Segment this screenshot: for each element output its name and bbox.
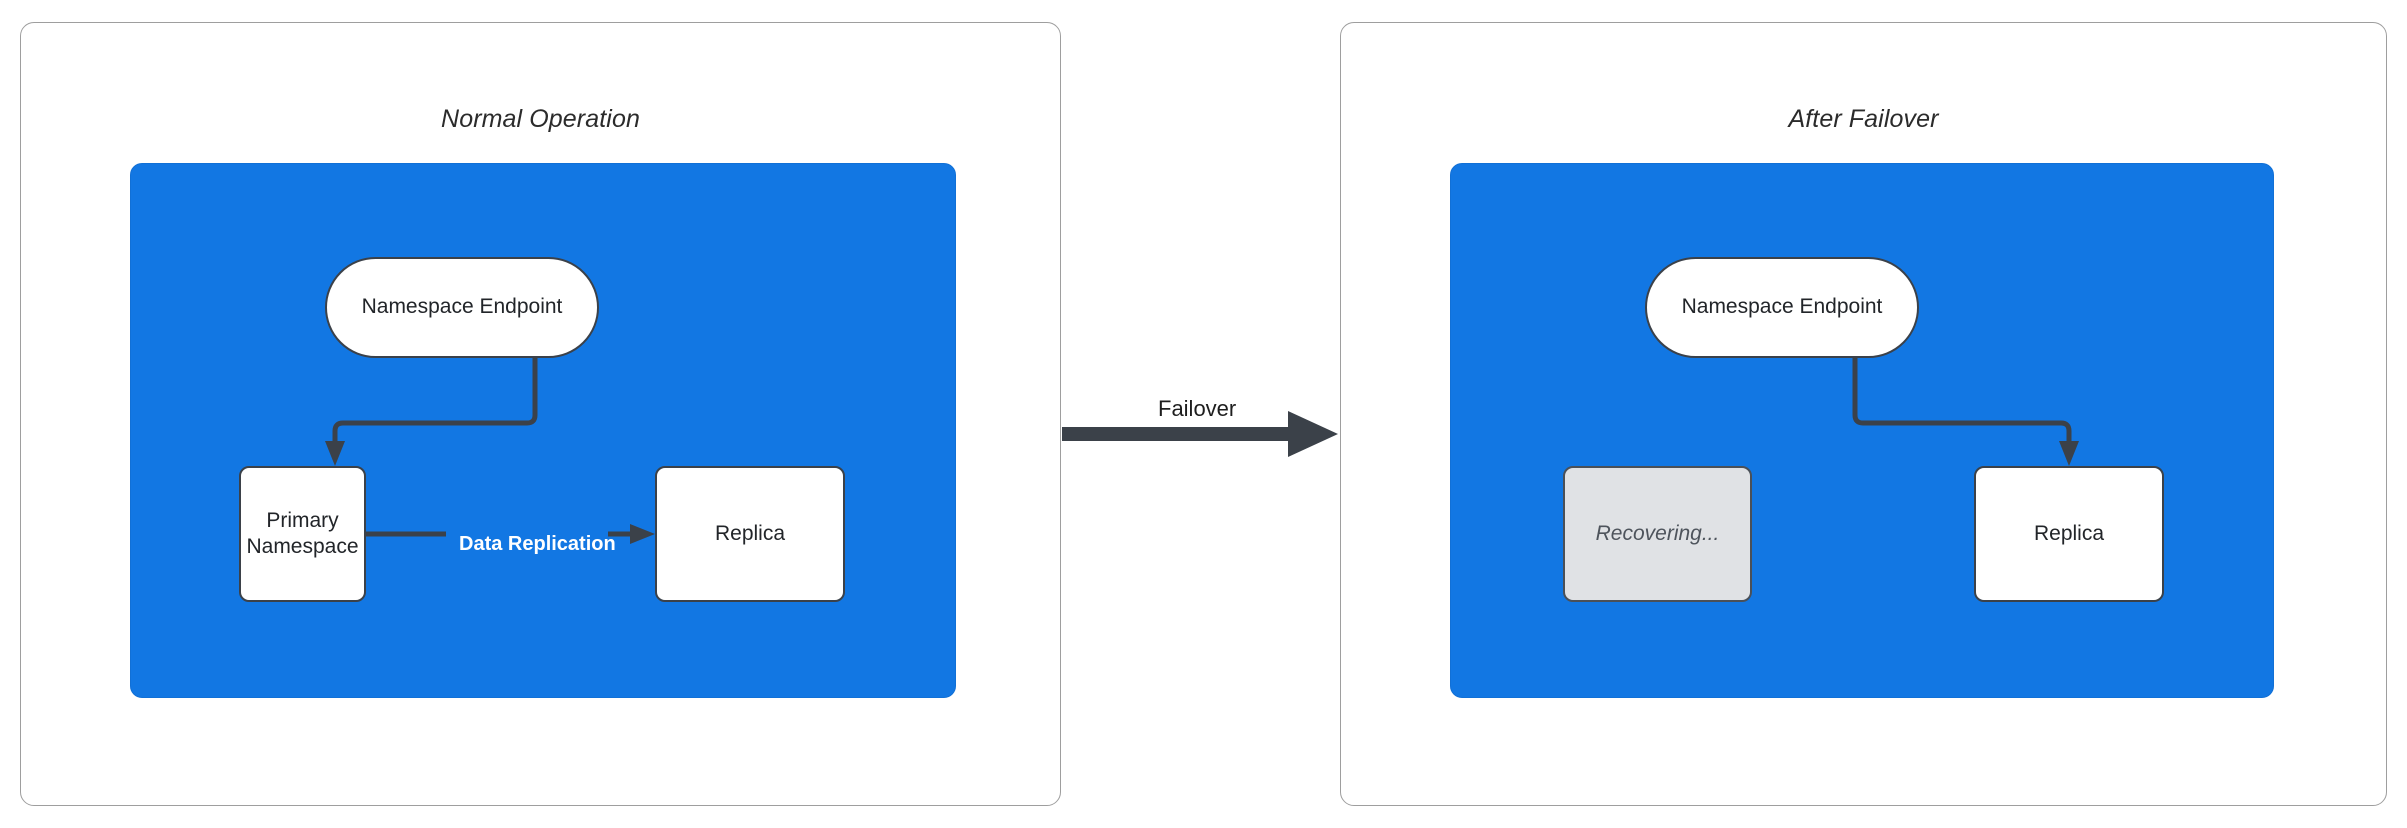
arrowhead-endpoint-to-replica <box>2059 441 2079 466</box>
edge-endpoint-to-replica <box>1852 355 2072 453</box>
node-label: Namespace Endpoint <box>1681 295 1883 319</box>
node-recovering[interactable]: Recovering... <box>1563 466 1752 602</box>
node-label: Namespace Endpoint <box>361 295 563 319</box>
node-label: Recovering... <box>1595 521 1720 545</box>
region-normal-operation <box>130 163 956 698</box>
panel-title-after-failover: After Failover <box>1788 105 1939 133</box>
edge-label-failover: Failover <box>1158 396 1237 421</box>
edge-endpoint-to-primary <box>332 355 538 453</box>
arrowhead-primary-to-replica <box>630 524 655 544</box>
node-primary-namespace[interactable]: Primary Namespace <box>239 466 366 602</box>
node-replica-left[interactable]: Replica <box>655 466 845 602</box>
node-label-wrap: Primary Namespace <box>246 508 358 561</box>
region-after-failover <box>1450 163 2274 698</box>
node-replica-right[interactable]: Replica <box>1974 466 2164 602</box>
node-label: Replica <box>714 521 786 545</box>
panel-title-normal-operation: Normal Operation <box>441 105 640 133</box>
node-label-line1: Primary <box>266 508 339 532</box>
node-label-line2: Namespace <box>246 535 359 558</box>
failover-arrow-head <box>1288 411 1338 457</box>
arrowhead-endpoint-to-primary <box>325 441 345 466</box>
node-label: Replica <box>2033 521 2105 545</box>
node-namespace-endpoint-left[interactable]: Namespace Endpoint <box>325 257 599 358</box>
node-namespace-endpoint-right[interactable]: Namespace Endpoint <box>1645 257 1919 358</box>
edge-label-data-replication: Data Replication <box>459 533 616 555</box>
